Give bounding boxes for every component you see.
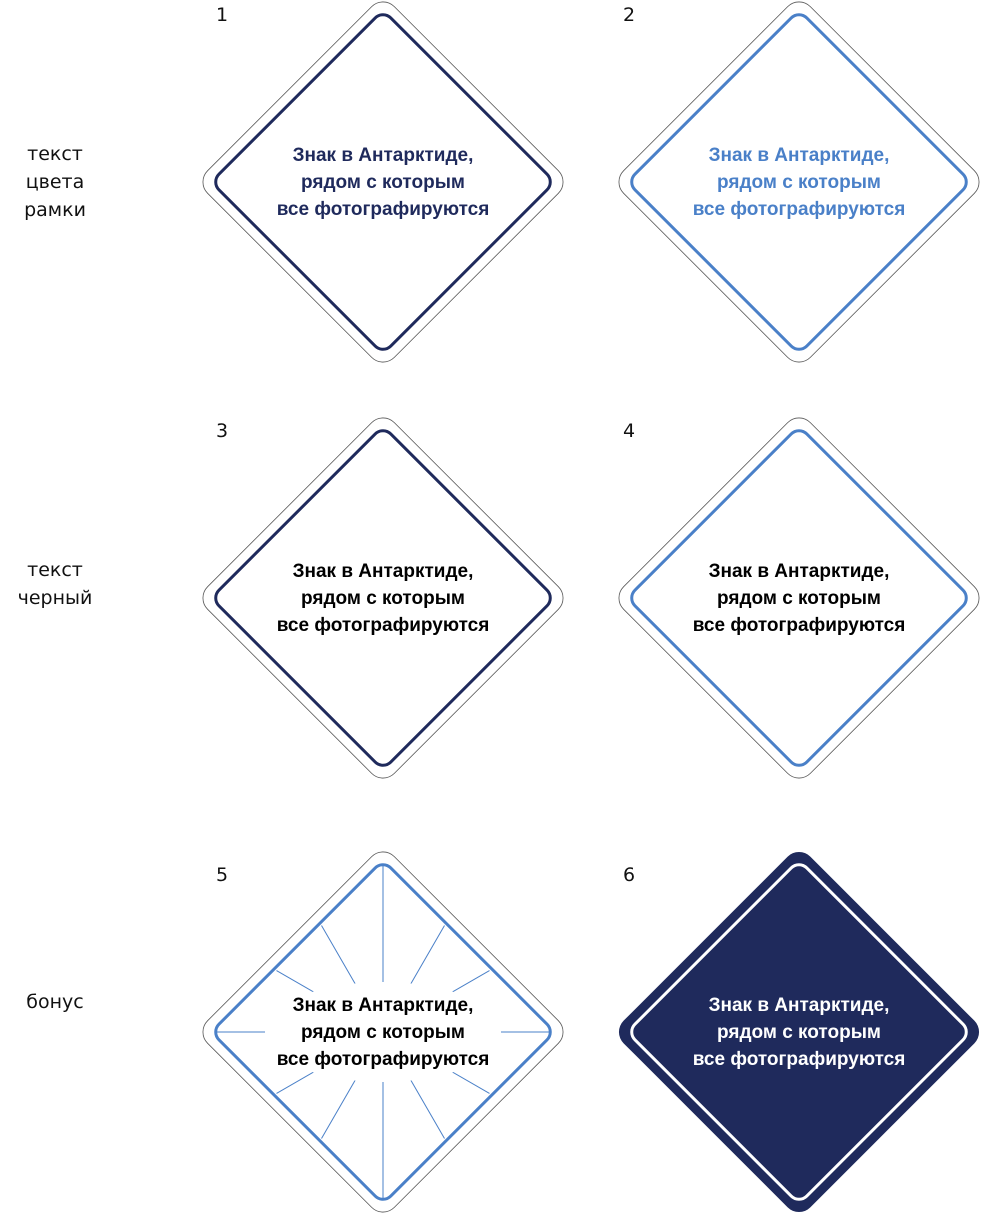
sign-text-line: Знак в Антарктиде, — [292, 560, 474, 582]
sign-text-line: все фотографируются — [692, 198, 906, 220]
sign-text-line: рядом с которым — [717, 1021, 881, 1043]
sign-text: Знак в Антарктиде, рядом с которым все ф… — [198, 0, 568, 367]
row-label-line: текст — [27, 559, 83, 581]
sign-inner-frame — [214, 863, 552, 1201]
row-label-frame-color-text: текст цвета рамки — [0, 140, 115, 224]
sign-diamond — [618, 417, 980, 779]
sign-text-line: рядом с которым — [301, 587, 465, 609]
sign-text-line: рядом с которым — [301, 1021, 465, 1043]
sign-variant-1: Знак в Антарктиде, рядом с которым все ф… — [198, 0, 568, 367]
sign-text-line: Знак в Антарктиде, — [708, 560, 890, 582]
sign-text-line: все фотографируются — [692, 1048, 906, 1070]
variant-number: 1 — [216, 4, 229, 26]
sign-text-line: Знак в Антарктиде, — [708, 994, 890, 1016]
sign-diamond — [618, 851, 980, 1213]
sign-diamond — [618, 1, 980, 363]
sign-diamond — [202, 417, 564, 779]
row-label-line: рамки — [24, 199, 86, 221]
sign-text-line: все фотографируются — [276, 614, 490, 636]
sign-text-line: рядом с которым — [301, 171, 465, 193]
sign-text-line: Знак в Антарктиде, — [292, 144, 474, 166]
sign-text: Знак в Антарктиде, рядом с которым все ф… — [614, 413, 981, 783]
sign-inner-frame — [214, 13, 552, 351]
sign-outer-border — [618, 417, 980, 779]
sign-inner-frame — [214, 429, 552, 767]
sign-inner-frame — [630, 429, 968, 767]
sign-variant-6: Знак в Антарктиде, рядом с которым все ф… — [614, 847, 981, 1217]
sign-text-line: рядом с которым — [717, 171, 881, 193]
sign-inner-frame — [630, 863, 968, 1201]
sign-text: Знак в Антарктиде, рядом с которым все ф… — [614, 847, 981, 1217]
sign-diamond — [202, 851, 564, 1213]
variant-number: 5 — [216, 864, 229, 886]
variant-number: 6 — [623, 864, 636, 886]
row-label-line: бонус — [26, 991, 84, 1013]
sign-text-line: Знак в Антарктиде, — [708, 144, 890, 166]
sign-inner-frame — [630, 13, 968, 351]
sign-outer-border — [202, 417, 564, 779]
variant-number: 3 — [216, 420, 229, 442]
sign-variant-5: Знак в Антарктиде, рядом с которым все ф… — [198, 847, 568, 1217]
text-backdrop — [265, 982, 501, 1082]
row-label-bonus: бонус — [0, 988, 115, 1016]
sign-text: Знак в Антарктиде, рядом с которым все ф… — [614, 0, 981, 367]
sign-text-line: все фотографируются — [692, 614, 906, 636]
sign-outer-border — [618, 1, 980, 363]
sign-diamond — [202, 1, 564, 363]
sign-text-line: Знак в Антарктиде, — [292, 994, 474, 1016]
sign-text-line: все фотографируются — [276, 198, 490, 220]
sign-variant-2: Знак в Антарктиде, рядом с которым все ф… — [614, 0, 981, 367]
sign-outer-border — [618, 851, 980, 1213]
sign-variant-3: Знак в Антарктиде, рядом с которым все ф… — [198, 413, 568, 783]
row-label-line: текст цвета — [25, 143, 85, 193]
variant-number: 2 — [623, 4, 636, 26]
variant-number: 4 — [623, 420, 636, 442]
sign-text: Знак в Антарктиде, рядом с которым все ф… — [198, 413, 568, 783]
sign-outer-border — [202, 1, 564, 363]
row-label-black-text: текст черный — [0, 556, 115, 612]
row-label-line: черный — [17, 587, 93, 609]
sign-variant-4: Знак в Антарктиде, рядом с которым все ф… — [614, 413, 981, 783]
sign-text-line: все фотографируются — [276, 1048, 490, 1070]
sign-text-line: рядом с которым — [717, 587, 881, 609]
sign-text: Знак в Антарктиде, рядом с которым все ф… — [198, 847, 568, 1217]
